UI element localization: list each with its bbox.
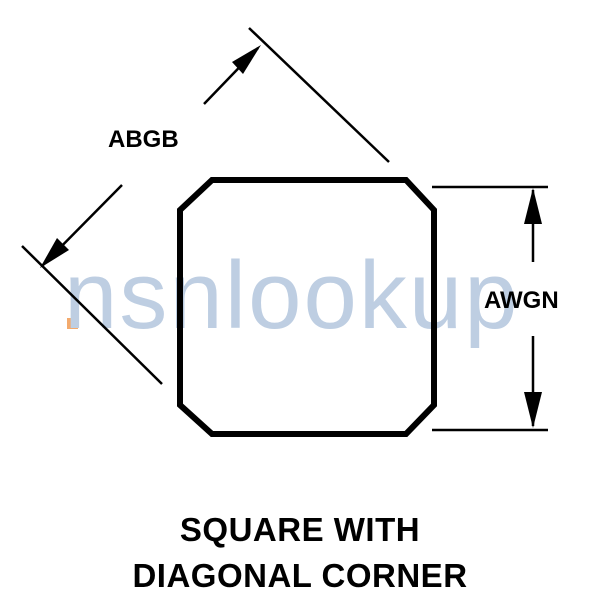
watermark-text: nsnlookup: [64, 242, 520, 349]
chamfered-square-shape: [177, 177, 437, 437]
abgb-arrowhead-upper: [232, 45, 261, 74]
caption-line-1: SQUARE WITH: [179, 511, 421, 548]
watermark: nsnlookup: [64, 242, 520, 349]
caption-line-2: DIAGONAL CORNER: [132, 557, 468, 594]
abgb-extension-line-top: [248, 27, 390, 163]
abgb-label: ABGB: [108, 126, 179, 153]
awgn-arrowhead-upper: [524, 188, 542, 224]
abgb-arrowhead-lower: [40, 238, 69, 268]
awgn-arrowhead-lower: [524, 392, 542, 428]
abgb-extension-line-bottom: [21, 245, 163, 385]
watermark-dot: [67, 318, 78, 329]
awgn-label: AWGN: [484, 287, 559, 314]
